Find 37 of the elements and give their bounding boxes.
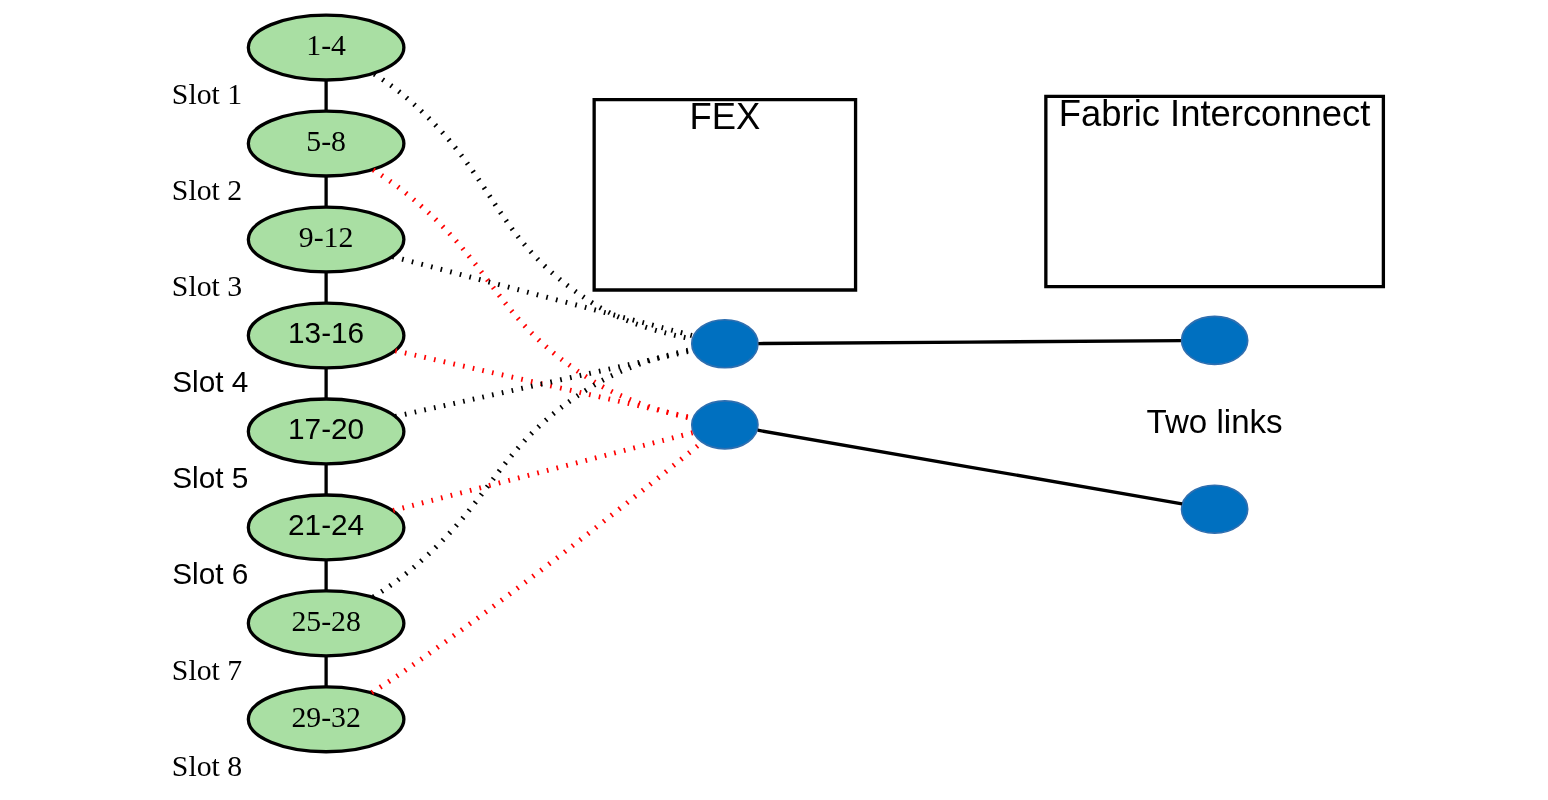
node-ellipse: 25-28 <box>246 589 406 658</box>
connector <box>372 72 693 342</box>
node-circle <box>1180 315 1249 366</box>
node-label: Slot 8 <box>171 748 242 782</box>
node-ellipse: 9-12 <box>246 205 406 274</box>
node-ellipse: 1-4 <box>246 13 406 82</box>
connector <box>391 430 694 513</box>
node-ellipse: 29-32 <box>246 685 406 754</box>
connector <box>323 464 328 495</box>
node-ellipse: 17-20 <box>246 397 406 466</box>
node-ellipse: 13-16 <box>246 301 406 370</box>
connector <box>323 80 328 111</box>
node-circle <box>1180 484 1249 534</box>
node-circle <box>690 400 759 450</box>
connector <box>323 368 328 399</box>
node-label: Slot 4 <box>171 365 248 399</box>
connector <box>371 167 693 422</box>
node-ellipse: 21-24 <box>246 493 406 562</box>
node-circle <box>690 318 759 369</box>
connector <box>323 176 328 207</box>
node-label: Slot 1 <box>171 77 242 111</box>
label: Two links <box>1146 403 1283 441</box>
node-label: Slot 7 <box>171 652 242 686</box>
node-box: Fabric Interconnect <box>1043 94 1385 289</box>
connector <box>757 339 1181 346</box>
connector <box>323 560 328 591</box>
node-label: Slot 5 <box>171 461 248 495</box>
node-ellipse: 5-8 <box>246 109 406 178</box>
connector <box>323 656 328 687</box>
node-box: FEX <box>592 98 857 292</box>
node-label: Slot 6 <box>171 556 248 590</box>
connector <box>371 346 693 600</box>
node-label: Slot 3 <box>171 269 242 303</box>
connector <box>391 254 694 339</box>
node-label: Slot 2 <box>171 173 242 207</box>
connector <box>756 428 1182 506</box>
connector <box>323 272 328 303</box>
